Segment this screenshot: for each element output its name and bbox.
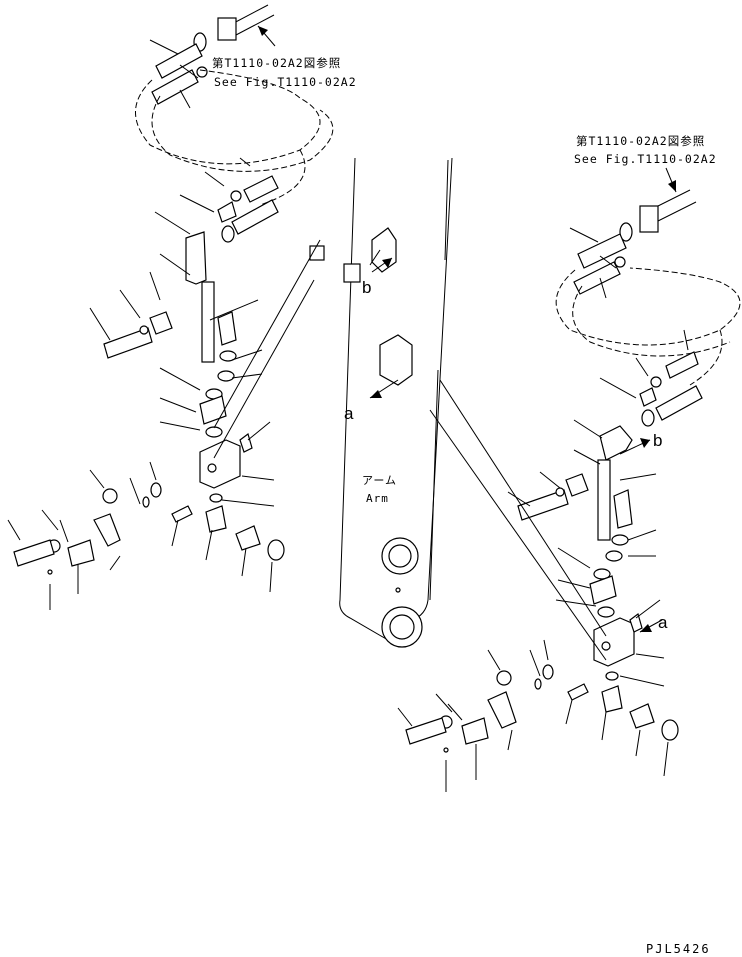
left-bolt-mid (243, 175, 279, 203)
left-bracket (93, 513, 121, 547)
left-bolt-upper (151, 69, 199, 105)
right-hose-fitting-mid (655, 385, 703, 421)
left-elbow (185, 231, 207, 285)
right-flange-upper (639, 205, 659, 233)
right-cap (661, 719, 679, 741)
arm-clamp-bracket-upper (371, 227, 397, 273)
right-bolt-mid (665, 351, 699, 379)
left-reference-en: See Fig.T1110-02A2 (214, 75, 357, 89)
left-pin (171, 505, 193, 523)
arm-block (343, 263, 361, 283)
left-flange-block (199, 395, 227, 425)
left-pipe (201, 281, 215, 363)
left-reference-jp: 第T1110-02A2図参照 (212, 56, 341, 70)
right-nut (629, 703, 655, 729)
right-bolt-vertical (613, 489, 633, 529)
arm-body (309, 157, 453, 648)
marker-a-right: a (658, 613, 668, 632)
left-adapter (205, 505, 227, 533)
right-flange-block (589, 575, 617, 605)
right-bolt-clamp (517, 489, 569, 521)
marker-a-center: a (344, 404, 354, 423)
right-pipe (597, 459, 611, 541)
left-hose-fitting-upper (155, 43, 203, 79)
left-clamp (149, 311, 173, 335)
right-reference-en: See Fig.T1110-02A2 (574, 152, 717, 166)
left-swivel (67, 539, 95, 567)
right-bracket (487, 691, 517, 729)
left-hose-fitting-mid (231, 199, 279, 235)
left-bolt-clamp (103, 327, 153, 359)
left-hose-assembly (7, 4, 334, 610)
right-bolt-lower (405, 717, 447, 745)
arm-label-jp: アーム (362, 474, 397, 487)
right-hose-fitting-upper (577, 233, 627, 269)
right-hose-assembly (397, 189, 741, 792)
left-flange-upper (217, 17, 237, 41)
right-elbow (599, 425, 633, 461)
flow-arrows (257, 25, 677, 633)
right-pin (567, 683, 589, 701)
right-adapter (601, 685, 623, 713)
right-bolt-upper (573, 261, 621, 295)
left-nut (235, 525, 261, 551)
right-reference-jp: 第T1110-02A2図参照 (576, 134, 705, 148)
marker-b-right: b (653, 431, 662, 450)
arm-label-en: Arm (366, 492, 389, 505)
left-valve-block (199, 439, 241, 489)
drawing-code: PJL5426 (646, 942, 711, 956)
left-bolt-lower (13, 539, 55, 567)
right-valve-block (593, 617, 635, 667)
right-swivel (461, 717, 489, 745)
right-clamp (565, 473, 589, 497)
marker-b-center: b (362, 278, 371, 297)
right-o-ring-upper (619, 222, 633, 242)
left-bolt-vertical (217, 311, 237, 346)
arm-clamp-bracket-lower (379, 334, 413, 386)
left-cap (267, 539, 285, 561)
